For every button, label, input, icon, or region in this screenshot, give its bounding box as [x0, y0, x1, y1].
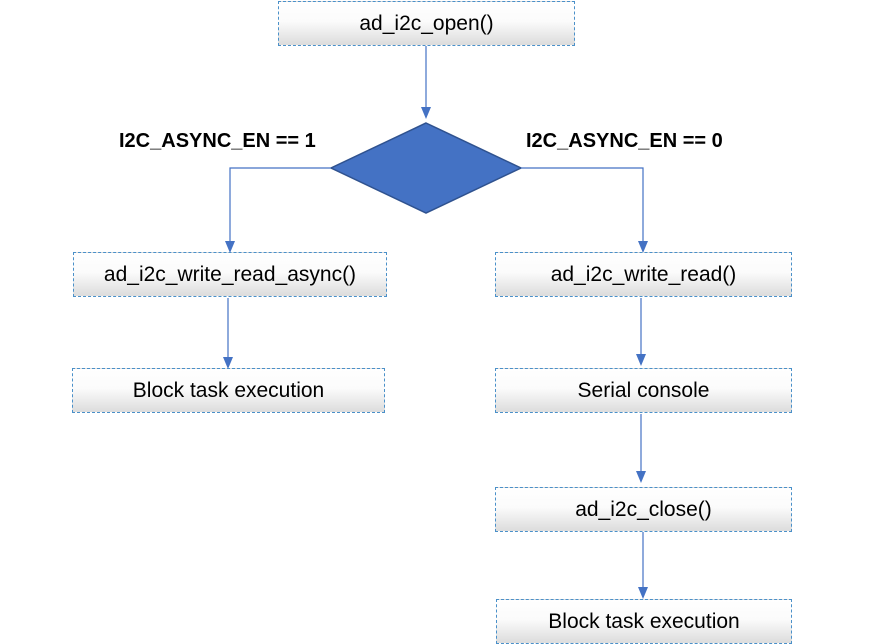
node-open: ad_i2c_open(): [278, 1, 575, 46]
node-serial-console: Serial console: [495, 368, 792, 413]
node-write-read: ad_i2c_write_read(): [495, 252, 792, 297]
flowchart-connectors: [223, 46, 648, 599]
node-write-read-async: ad_i2c_write_read_async(): [73, 252, 387, 297]
branch-label-right: I2C_ASYNC_EN == 0: [526, 130, 723, 152]
node-block-task-left: Block task execution: [72, 368, 385, 413]
node-close: ad_i2c_close(): [495, 487, 792, 532]
arrow-decision-to-write-read: [521, 167, 648, 253]
arrow-decision-to-async: [225, 167, 331, 253]
decision-diamond: [329, 122, 523, 214]
branch-label-left: I2C_ASYNC_EN == 1: [119, 130, 316, 152]
node-block-task-right: Block task execution: [496, 599, 792, 644]
